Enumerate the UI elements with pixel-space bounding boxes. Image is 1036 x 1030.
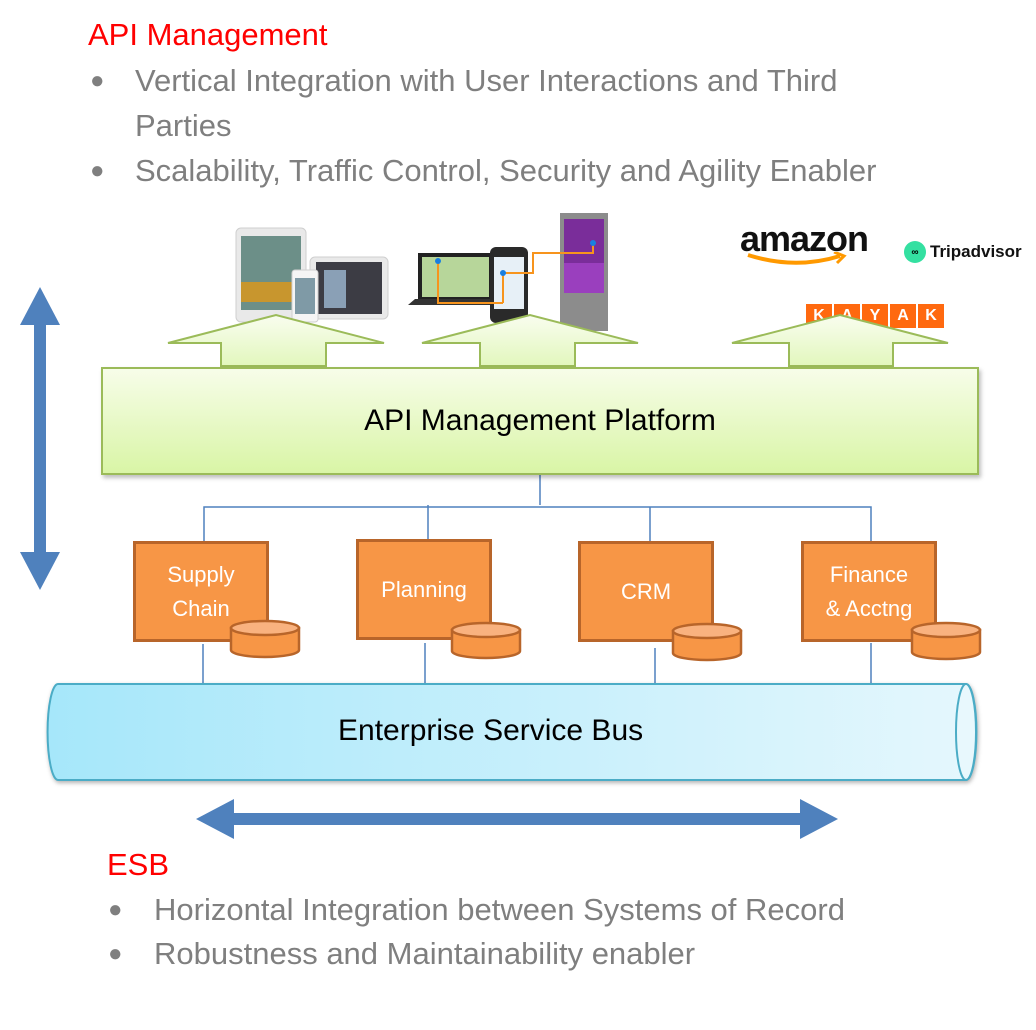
system-label-line1: Supply xyxy=(167,561,235,587)
platform-connectors xyxy=(203,472,872,541)
devices-tablets-phones-image xyxy=(235,227,389,323)
system-planning: Planning xyxy=(356,539,492,640)
esb-heading: ESB xyxy=(107,847,170,882)
system-supply-chain: Supply Chain xyxy=(133,541,269,642)
amazon-logo-text: amazon xyxy=(740,218,869,259)
bullet-dot-icon: ● xyxy=(90,67,105,94)
tripadvisor-logo: ∞ Tripadvisor xyxy=(904,241,1022,263)
kayak-letter: A xyxy=(890,304,916,328)
kayak-letter: K xyxy=(918,304,944,328)
top-bullet-1-line1: Vertical Integration with User Interacti… xyxy=(135,63,838,98)
kayak-letter: Y xyxy=(862,304,888,328)
system-finance-accounting: Finance & Acctng xyxy=(801,541,937,642)
vertical-double-arrow-icon xyxy=(20,287,60,590)
bullet-dot-icon: ● xyxy=(108,896,123,923)
top-bullet-2: ● Scalability, Traffic Control, Security… xyxy=(90,148,990,193)
amazon-smile-icon xyxy=(747,252,847,265)
bottom-bullet-2-text: Robustness and Maintainability enabler xyxy=(154,936,696,971)
kayak-letter: A xyxy=(834,304,860,328)
bottom-bullet-1-text: Horizontal Integration between Systems o… xyxy=(154,892,845,927)
system-crm: CRM xyxy=(578,541,714,642)
amazon-logo: amazon xyxy=(740,218,869,268)
system-label-line2: Chain xyxy=(172,595,230,621)
kayak-letter: K xyxy=(806,304,832,328)
system-label-line1: Planning xyxy=(381,576,467,602)
system-label-line1: Finance xyxy=(829,561,909,587)
platform-label: API Management Platform xyxy=(364,404,716,437)
laptop-phone-kiosk-image xyxy=(408,213,608,331)
top-bullet-1: ● Vertical Integration with User Interac… xyxy=(90,58,990,148)
horizontal-double-arrow-icon xyxy=(196,799,838,839)
system-label-line1: CRM xyxy=(620,578,672,604)
top-bullet-2-line1: Scalability, Traffic Control, Security a… xyxy=(135,153,877,188)
tripadvisor-logo-text: Tripadvisor xyxy=(930,242,1022,261)
bullet-dot-icon: ● xyxy=(90,157,105,184)
kayak-logo: K A Y A K xyxy=(806,304,944,328)
system-label-line2: & Acctng xyxy=(825,595,913,621)
api-management-heading: API Management xyxy=(88,17,328,52)
bottom-bullet-1: ● Horizontal Integration between Systems… xyxy=(108,887,1008,932)
bottom-bullet-2: ● Robustness and Maintainability enabler xyxy=(108,931,1008,976)
esb-connectors xyxy=(202,643,872,684)
bullet-dot-icon: ● xyxy=(108,940,123,967)
api-management-platform: API Management Platform xyxy=(101,367,979,475)
tripadvisor-owl-icon: ∞ xyxy=(904,241,926,263)
top-bullet-1-line2: Parties xyxy=(135,108,232,143)
esb-label: Enterprise Service Bus xyxy=(338,714,644,747)
